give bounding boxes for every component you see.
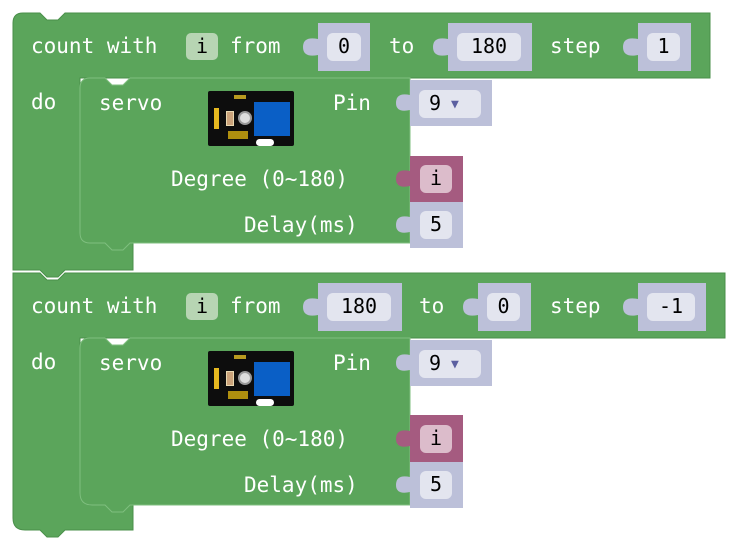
step-label: step [550,294,601,318]
pin-value: 9 [429,91,442,115]
from-label: from [230,34,281,58]
count-with-label: count with [31,34,158,58]
from-value-field[interactable]: 0 [327,33,361,61]
loop-variable[interactable]: i [186,33,218,60]
servo-module-image-icon [208,351,294,406]
delay-label: Delay(ms) [244,213,358,237]
from-value-field[interactable]: 180 [327,293,391,321]
dropdown-arrow-icon: ▼ [451,357,459,372]
do-label: do [31,90,57,114]
dropdown-arrow-icon: ▼ [451,97,459,112]
servo-label: servo [99,91,163,115]
loop-variable[interactable]: i [186,293,218,320]
delay-label: Delay(ms) [244,473,358,497]
pin-dropdown[interactable]: 9▼ [419,90,481,118]
delay-value-field[interactable]: 5 [420,471,452,499]
do-label: do [31,350,57,374]
to-value-field[interactable]: 0 [487,293,520,321]
to-label: to [389,34,415,58]
to-value-field[interactable]: 180 [457,33,521,61]
pin-dropdown[interactable]: 9▼ [419,350,481,378]
degree-label: Degree (0~180) [171,427,349,451]
pin-label: Pin [333,351,371,375]
degree-label: Degree (0~180) [171,167,349,191]
servo-module-image-icon [208,91,294,146]
step-value-field[interactable]: 1 [647,33,680,61]
step-value-field[interactable]: -1 [647,293,695,321]
step-label: step [550,34,601,58]
degree-variable-field[interactable]: i [420,425,452,453]
degree-variable-field[interactable]: i [420,165,452,193]
pin-label: Pin [333,91,371,115]
pin-value: 9 [429,351,442,375]
from-label: from [230,294,281,318]
servo-label: servo [99,351,163,375]
to-label: to [419,294,445,318]
count-with-label: count with [31,294,158,318]
delay-value-field[interactable]: 5 [420,211,452,239]
